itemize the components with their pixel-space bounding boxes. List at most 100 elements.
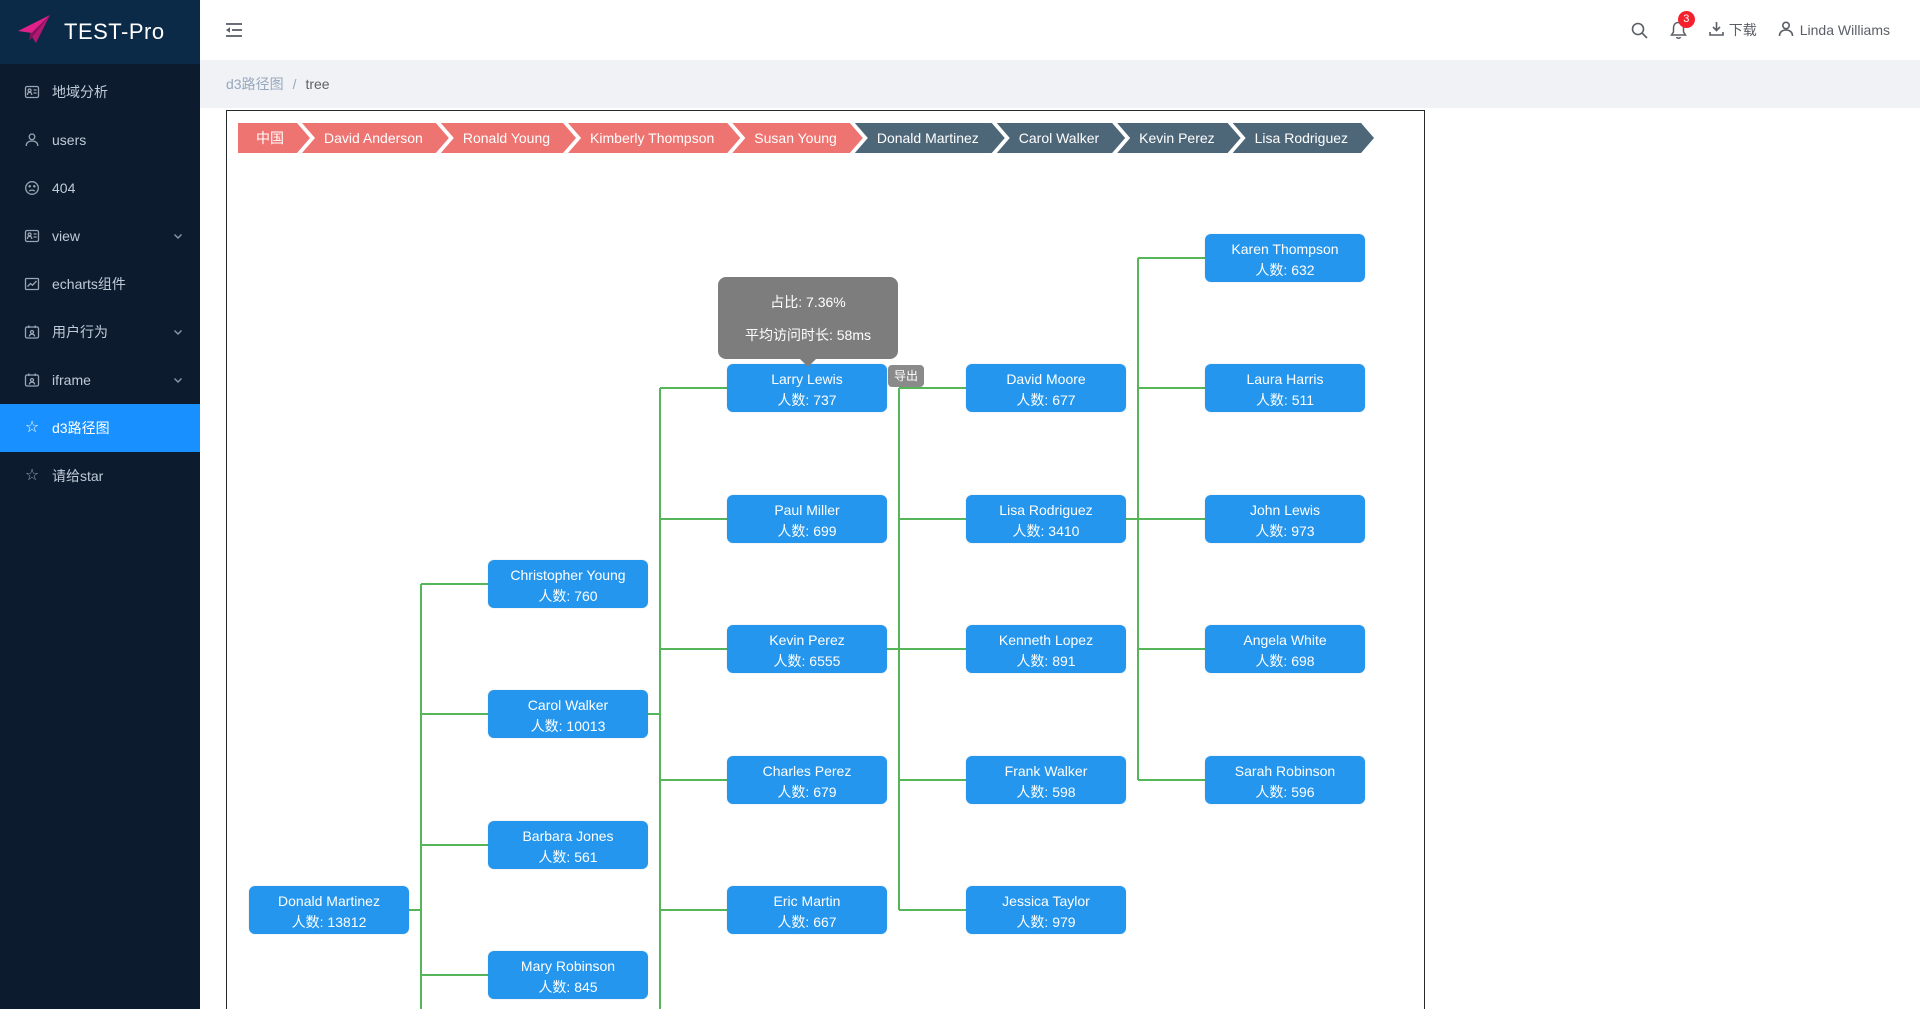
download-icon — [1708, 20, 1725, 40]
download-label: 下载 — [1728, 22, 1757, 38]
tree-node-name: Larry Lewis — [771, 371, 843, 388]
tree-link — [421, 583, 488, 585]
tree-link — [899, 517, 966, 520]
sidebar-item-d3路径图[interactable]: ☆ d3路径图 — [0, 404, 200, 452]
search-icon[interactable] — [1630, 21, 1649, 40]
tree-link — [421, 974, 488, 977]
tree-node[interactable]: Angela White 人数: 698 — [1205, 625, 1365, 674]
tooltip-ratio: 占比: 7.36% — [770, 294, 846, 310]
path-chip[interactable]: Carol Walker — [997, 123, 1125, 153]
tree-node-name: Barbara Jones — [522, 827, 614, 844]
sidebar-item-users[interactable]: users — [0, 116, 200, 164]
username: Linda Williams — [1799, 22, 1890, 38]
tree-node[interactable]: Sarah Robinson 人数: 596 — [1205, 755, 1365, 804]
breadcrumb-separator: / — [292, 76, 297, 92]
tree-node-count: 人数: 598 — [1016, 783, 1076, 800]
tree-node-name: Angela White — [1243, 632, 1327, 649]
tree-node-count: 人数: 13812 — [291, 914, 367, 930]
tree-node-name: John Lewis — [1249, 501, 1321, 518]
tree-node[interactable]: Frank Walker 人数: 598 — [966, 755, 1126, 804]
tree-node-count: 人数: 511 — [1255, 392, 1315, 409]
tree-link — [660, 387, 727, 390]
path-chip[interactable]: 中国 — [238, 123, 310, 153]
tree-link — [660, 648, 727, 651]
export-button[interactable]: 导出 — [888, 365, 925, 387]
path-chip[interactable]: Kimberly Thompson — [568, 123, 740, 153]
tree-node-name: Charles Perez — [762, 762, 852, 779]
tree-node-count: 人数: 698 — [1255, 653, 1315, 670]
chevron-down-icon — [172, 374, 184, 386]
sidebar-fold-icon[interactable] — [224, 20, 244, 40]
sidebar-item-404[interactable]: 404 — [0, 164, 200, 212]
tree-link — [421, 843, 488, 846]
user-menu[interactable]: Linda Williams — [1777, 20, 1890, 41]
sidebar-item-echarts组件[interactable]: echarts组件 — [0, 260, 200, 308]
path-chip[interactable]: Kevin Perez — [1117, 123, 1240, 153]
tree-node-name: Mary Robinson — [520, 958, 616, 975]
tree-node-count: 人数: 10013 — [530, 718, 606, 735]
sidebar-item-view[interactable]: view — [0, 212, 200, 260]
tree-node[interactable]: Lisa Rodriguez 人数: 3410 — [966, 494, 1126, 543]
calendar-user-icon — [24, 324, 40, 340]
tree-link — [1126, 517, 1138, 520]
tree-link — [899, 909, 966, 911]
breadcrumb: d3路径图 / tree — [200, 60, 1920, 108]
path-chip[interactable]: Susan Young — [732, 123, 863, 153]
path-chip[interactable]: Ronald Young — [441, 123, 576, 153]
download-button[interactable]: 下载 — [1708, 20, 1757, 40]
calendar-user-icon — [24, 372, 40, 388]
tree-node-name: Lisa Rodriguez — [999, 501, 1093, 518]
path-chip[interactable]: Lisa Rodriguez — [1233, 123, 1374, 153]
contacts-icon — [24, 84, 40, 100]
tree-link — [409, 909, 421, 911]
sidebar-item-label: echarts组件 — [52, 276, 126, 292]
sidebar-item-label: 请给star — [52, 468, 104, 484]
sidebar-item-label: d3路径图 — [52, 420, 110, 436]
chart-line-icon — [24, 276, 40, 292]
star-icon: ☆ — [24, 419, 40, 436]
tree-node[interactable]: Mary Robinson 人数: 845 — [488, 951, 648, 1000]
paper-plane-icon — [16, 13, 54, 52]
tree-link — [899, 387, 966, 390]
sidebar-item-地域分析[interactable]: 地域分析 — [0, 68, 200, 116]
path-chip[interactable]: David Anderson — [302, 123, 449, 153]
notification-badge: 3 — [1677, 11, 1695, 28]
bell-icon[interactable]: 3 — [1669, 11, 1695, 40]
path-chip[interactable]: Donald Martinez — [855, 123, 1005, 153]
tree-node-count: 人数: 596 — [1255, 783, 1315, 800]
tree-link — [1138, 778, 1205, 781]
tree-node-name: Frank Walker — [1004, 762, 1088, 779]
tree-link — [421, 713, 488, 716]
sidebar-item-iframe[interactable]: iframe — [0, 356, 200, 404]
sidebar-item-用户行为[interactable]: 用户行为 — [0, 308, 200, 356]
breadcrumb-section[interactable]: d3路径图 — [226, 76, 284, 92]
tree-node-count: 人数: 3410 — [1012, 522, 1080, 539]
tree-link — [660, 909, 727, 911]
sidebar-item-请给star[interactable]: ☆请给star — [0, 452, 200, 500]
tree-link — [899, 778, 966, 781]
sidebar-item-label: 404 — [52, 180, 76, 196]
tree-node-count: 人数: 845 — [538, 979, 598, 996]
tooltip-duration: 平均访问时长: 58ms — [744, 327, 871, 343]
tree-node-name: Sarah Robinson — [1234, 762, 1336, 779]
tree-link — [1138, 387, 1205, 390]
user-icon — [24, 132, 40, 148]
